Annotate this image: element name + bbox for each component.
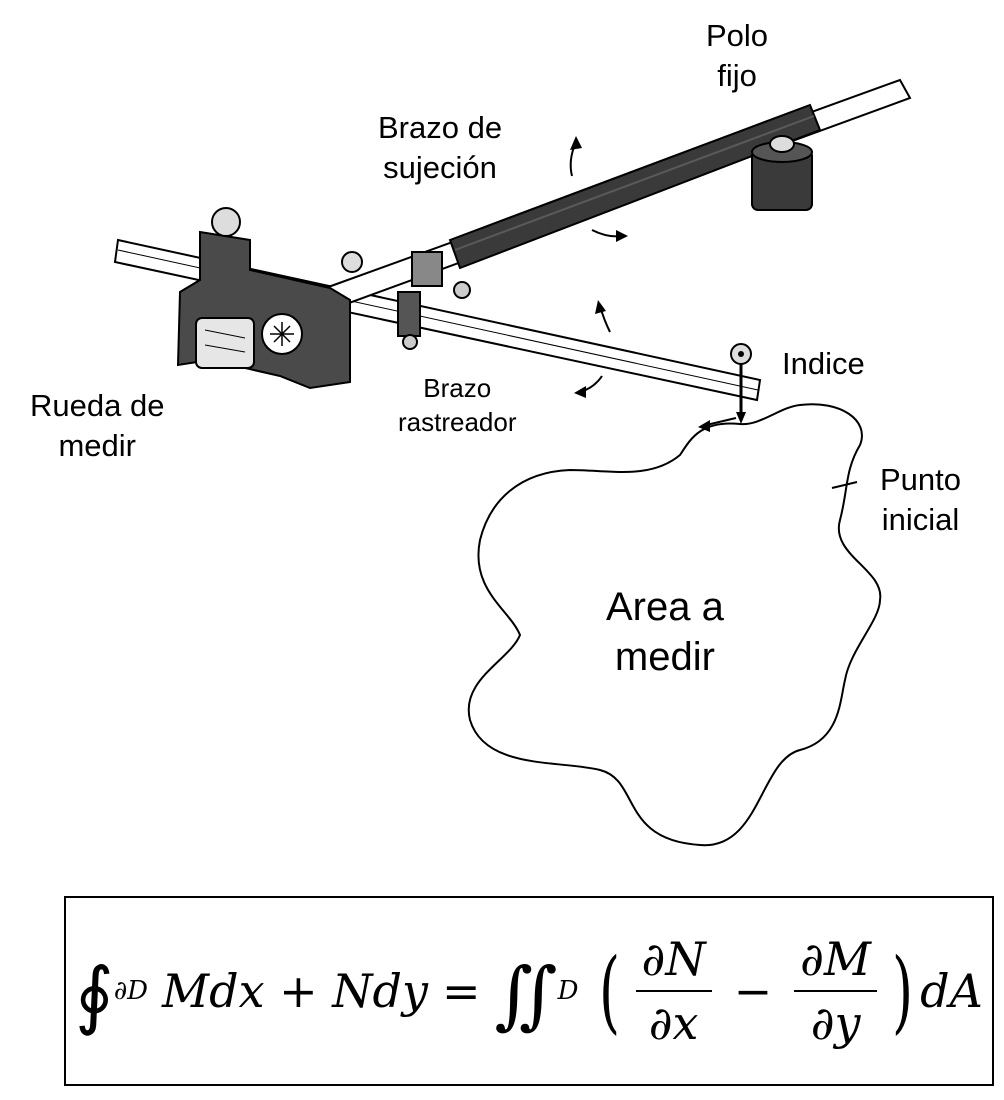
motion-arrow-head — [616, 230, 628, 242]
formula-lhs: Mdx + Ndy — [162, 964, 428, 1018]
right-paren: ) — [892, 938, 914, 1044]
label-indice: Indice — [782, 346, 865, 381]
contour-integral-symbol: ∮ — [75, 952, 114, 1038]
double-integral-symbol: ∬ — [494, 952, 558, 1038]
motion-arrow-head — [595, 300, 606, 314]
fraction-numerator: ∂N — [635, 932, 712, 992]
formula-equals: = — [442, 964, 481, 1018]
motion-arrow-head — [570, 136, 582, 150]
trace-direction-arrow — [698, 417, 737, 432]
fraction-dm-dy: ∂M ∂y — [794, 932, 878, 1050]
fraction-denominator: ∂y — [810, 996, 861, 1050]
starting-point-mark — [831, 481, 858, 489]
fraction-numerator: ∂M — [794, 932, 878, 992]
area-outline — [467, 403, 882, 847]
greens-theorem-box: ∮ ∂D Mdx + Ndy = ∬ D ( ∂N ∂x − ∂M ∂y ) d… — [64, 896, 994, 1086]
measuring-wheel-carriage — [176, 207, 363, 390]
fixed-pole-weight — [751, 135, 813, 211]
pole-arm — [318, 78, 912, 312]
left-paren: ( — [599, 938, 621, 1044]
greens-theorem-formula: ∮ ∂D Mdx + Ndy = ∬ D ( ∂N ∂x − ∂M ∂y ) d… — [66, 898, 992, 1084]
formula-minus: − — [733, 964, 773, 1018]
double-integral-subscript: D — [557, 976, 579, 1006]
formula-tail: dA — [920, 964, 983, 1018]
fraction-denominator: ∂x — [648, 996, 699, 1050]
planimeter-diagram — [113, 78, 912, 847]
fraction-dn-dx: ∂N ∂x — [635, 932, 712, 1050]
arm-joint-clamp — [397, 251, 471, 350]
motion-arrow-head — [574, 386, 586, 398]
tracer-index-pin — [730, 343, 752, 424]
contour-subscript: ∂D — [113, 976, 149, 1006]
